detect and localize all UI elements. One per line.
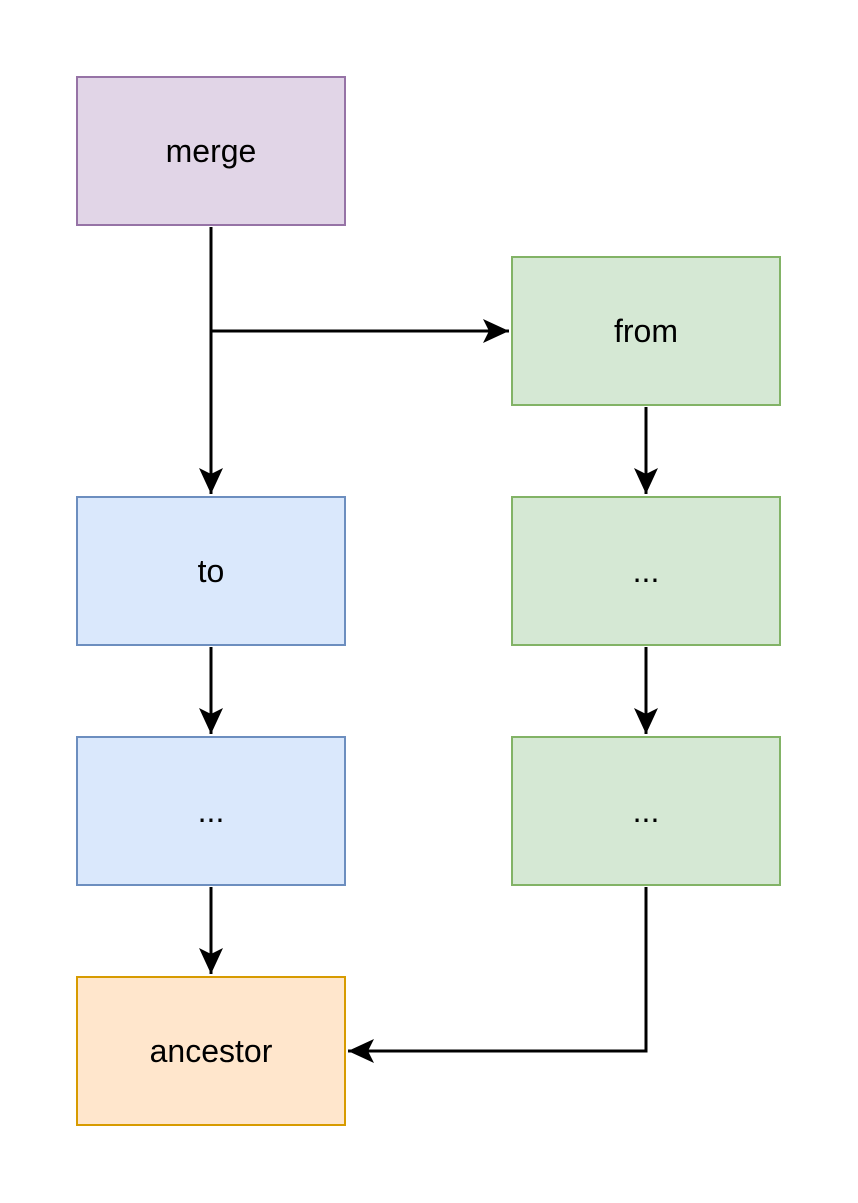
arrowhead-merge-to [199,468,223,494]
node-ancestor: ancestor [76,976,346,1126]
arrowhead-to-tomid [199,708,223,734]
arrowhead-tomid-ancestor [199,948,223,974]
node-from-intermediate-2: ... [511,736,781,886]
node-to-intermediate: ... [76,736,346,886]
arrowhead-from-frommid [634,468,658,494]
node-from-intermediate-1: ... [511,496,781,646]
node-from: from [511,256,781,406]
node-to: to [76,496,346,646]
node-merge: merge [76,76,346,226]
arrowhead-frommid-fromlow [634,708,658,734]
edge-fromlow-ancestor [348,887,648,1053]
arrowhead-fromlow-ancestor [348,1039,374,1063]
arrowhead-merge-from [483,319,509,343]
